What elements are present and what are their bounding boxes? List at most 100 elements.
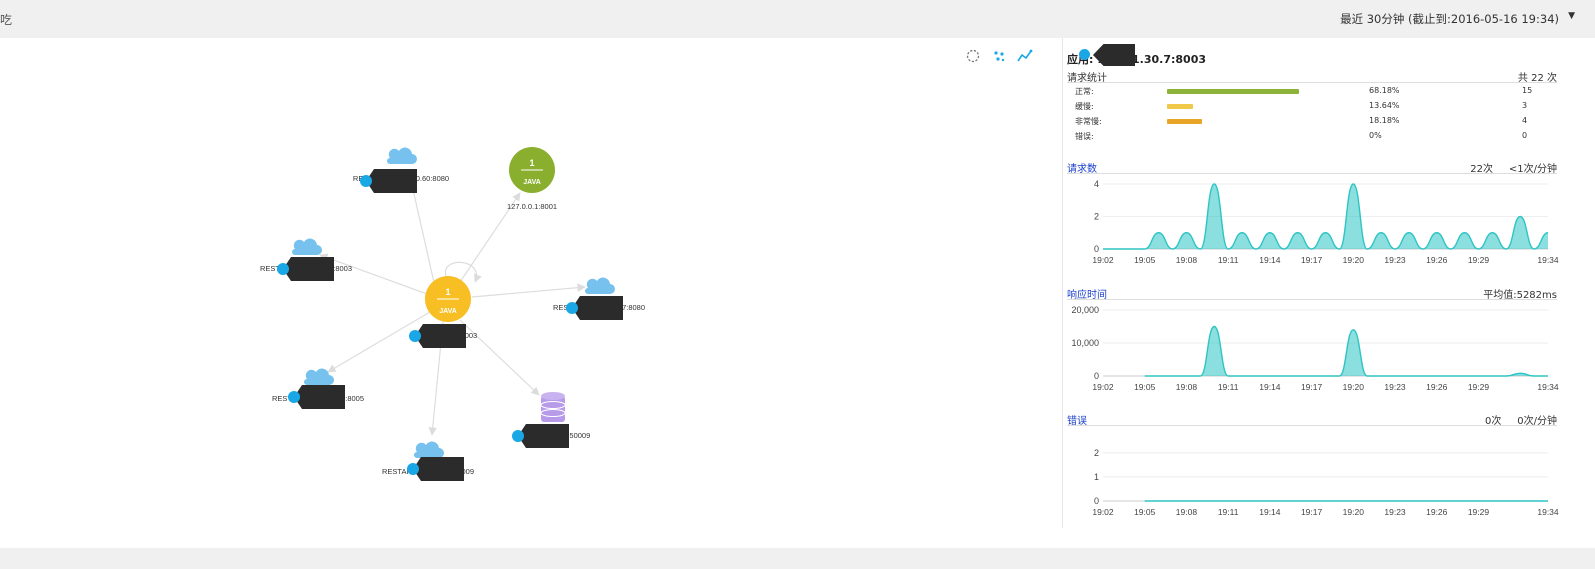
edge-rest-83 — [319, 253, 428, 295]
edge-rest-8005 — [327, 311, 431, 373]
edge-java-8001 — [457, 192, 521, 286]
requests-count: 22次 — [1470, 164, 1493, 175]
stat-label: 缓慢: — [1075, 102, 1094, 111]
time-range-selector[interactable]: 最近 30分钟 (截止到:2016-05-16 19:34) — [1340, 12, 1559, 26]
x-tick-label: 19:11 — [1218, 255, 1239, 265]
errors-header: 错误 0次 0次/分钟 — [1067, 412, 1557, 427]
app-status-dot — [1079, 49, 1090, 60]
x-tick-label: 19:23 — [1384, 255, 1406, 265]
y-tick-label: 0 — [1094, 244, 1099, 254]
node-tag-center — [409, 324, 466, 348]
x-tick-label: 19:14 — [1259, 507, 1281, 517]
requests-header: 请求数 22次 <1次/分钟 — [1067, 160, 1557, 175]
cloud-icon — [304, 368, 334, 385]
edge-rest-17 — [471, 283, 586, 298]
y-tick-label: 10,000 — [1071, 338, 1099, 348]
node-tag-rest-8009 — [407, 457, 464, 481]
x-tick-label: 19:34 — [1537, 255, 1559, 265]
cloud-icon — [585, 277, 615, 294]
cloud-icon — [292, 238, 322, 255]
series-area — [1144, 326, 1548, 376]
x-tick-label: 19:23 — [1384, 382, 1406, 392]
y-tick-label: 4 — [1094, 179, 1099, 189]
topology-edges — [319, 184, 586, 436]
node-tag-rest-83 — [277, 257, 334, 281]
top-bar-left-text: 吃 — [0, 13, 13, 27]
java-node-8001[interactable]: 1 JAVA 127.0.0.1:8001 — [507, 147, 557, 211]
x-tick-label: 19:05 — [1134, 382, 1156, 392]
x-tick-label: 19:08 — [1176, 382, 1198, 392]
cloud-icon — [414, 441, 444, 458]
stat-label: 正常: — [1075, 87, 1094, 96]
stat-percent: 0% — [1369, 131, 1382, 140]
x-tick-label: 19:23 — [1384, 507, 1406, 517]
x-tick-label: 19:17 — [1301, 255, 1323, 265]
graph-toolbar — [965, 48, 1033, 64]
java-node-kind: JAVA — [523, 179, 541, 186]
x-tick-label: 19:11 — [1218, 382, 1239, 392]
java-node-count: 1 — [529, 158, 534, 168]
y-tick-label: 0 — [1094, 496, 1099, 506]
series-line — [1144, 325, 1548, 377]
stat-percent: 18.18% — [1369, 116, 1400, 125]
app-tag — [1093, 44, 1135, 66]
node-tag-rest-60 — [360, 169, 417, 193]
request-stats-title: 请求统计 — [1067, 73, 1107, 84]
x-tick-label: 19:05 — [1134, 255, 1156, 265]
x-tick-label: 19:26 — [1426, 507, 1448, 517]
layout-nodes-icon[interactable] — [991, 48, 1007, 64]
requests-title: 请求数 — [1067, 164, 1097, 175]
stat-bar — [1167, 119, 1203, 124]
edge-db — [459, 319, 540, 396]
request-stats-header: 请求统计 共 22 次 — [1067, 69, 1557, 84]
x-tick-label: 19:02 — [1092, 507, 1114, 517]
x-tick-label: 19:29 — [1468, 382, 1490, 392]
node-tag-db — [512, 424, 569, 448]
x-tick-label: 19:29 — [1468, 507, 1490, 517]
stat-label: 非常慢: — [1075, 117, 1102, 126]
stat-bar — [1167, 89, 1300, 94]
y-tick-label: 1 — [1094, 472, 1099, 482]
stat-row-very-slow: 非常慢: 18.18% 4 — [1075, 115, 1545, 129]
stat-count: 15 — [1522, 86, 1533, 95]
edge-rest-60 — [409, 184, 436, 288]
x-tick-label: 19:20 — [1343, 507, 1365, 517]
x-tick-label: 19:02 — [1092, 255, 1114, 265]
stat-bar — [1167, 104, 1194, 109]
stat-percent: 68.18% — [1369, 86, 1400, 95]
request-stats-total: 共 22 次 — [1517, 73, 1557, 84]
x-tick-label: 19:29 — [1468, 255, 1490, 265]
detail-panel: 应用: 10.151.30.7:8003 请求统计 共 22 次 正常: 68.… — [1062, 38, 1595, 528]
series-line — [1103, 183, 1549, 250]
java-node-label: 127.0.0.1:8001 — [507, 202, 557, 211]
y-tick-label: 0 — [1094, 371, 1099, 381]
errors-summary: 0次 0次/分钟 — [1485, 412, 1557, 427]
chevron-down-icon[interactable]: ▼ — [1568, 11, 1575, 21]
x-tick-label: 19:26 — [1426, 255, 1448, 265]
y-tick-label: 20,000 — [1071, 305, 1099, 315]
trend-line-icon[interactable] — [1017, 48, 1033, 64]
y-tick-label: 2 — [1094, 448, 1099, 458]
stat-row-slow: 缓慢: 13.64% 3 — [1075, 100, 1545, 114]
footer-bar — [0, 548, 1595, 569]
x-tick-label: 19:14 — [1259, 255, 1281, 265]
stat-row-normal: 正常: 68.18% 15 — [1075, 85, 1545, 99]
redaction-tags — [277, 169, 623, 481]
database-icon — [540, 392, 566, 422]
errors-title: 错误 — [1067, 416, 1087, 427]
errors-rate: 0次/分钟 — [1517, 416, 1557, 427]
node-tag-rest-8005 — [288, 385, 345, 409]
x-tick-label: 19:17 — [1301, 507, 1323, 517]
x-tick-label: 19:08 — [1176, 255, 1198, 265]
topology-graph: 1 JAVA 127.0.0.1:8001 1 JAVA 10.151.30.7… — [260, 147, 645, 481]
response-time-avg: 平均值:5282ms — [1483, 290, 1557, 301]
x-tick-label: 19:20 — [1343, 255, 1365, 265]
lasso-select-icon[interactable] — [965, 48, 981, 64]
edge-self-loop — [445, 261, 482, 283]
x-tick-label: 19:08 — [1176, 507, 1198, 517]
top-bar: 吃 最近 30分钟 (截止到:2016-05-16 19:34) ▼ — [0, 0, 1595, 38]
response-time-title: 响应时间 — [1067, 290, 1107, 301]
x-tick-label: 19:14 — [1259, 382, 1281, 392]
